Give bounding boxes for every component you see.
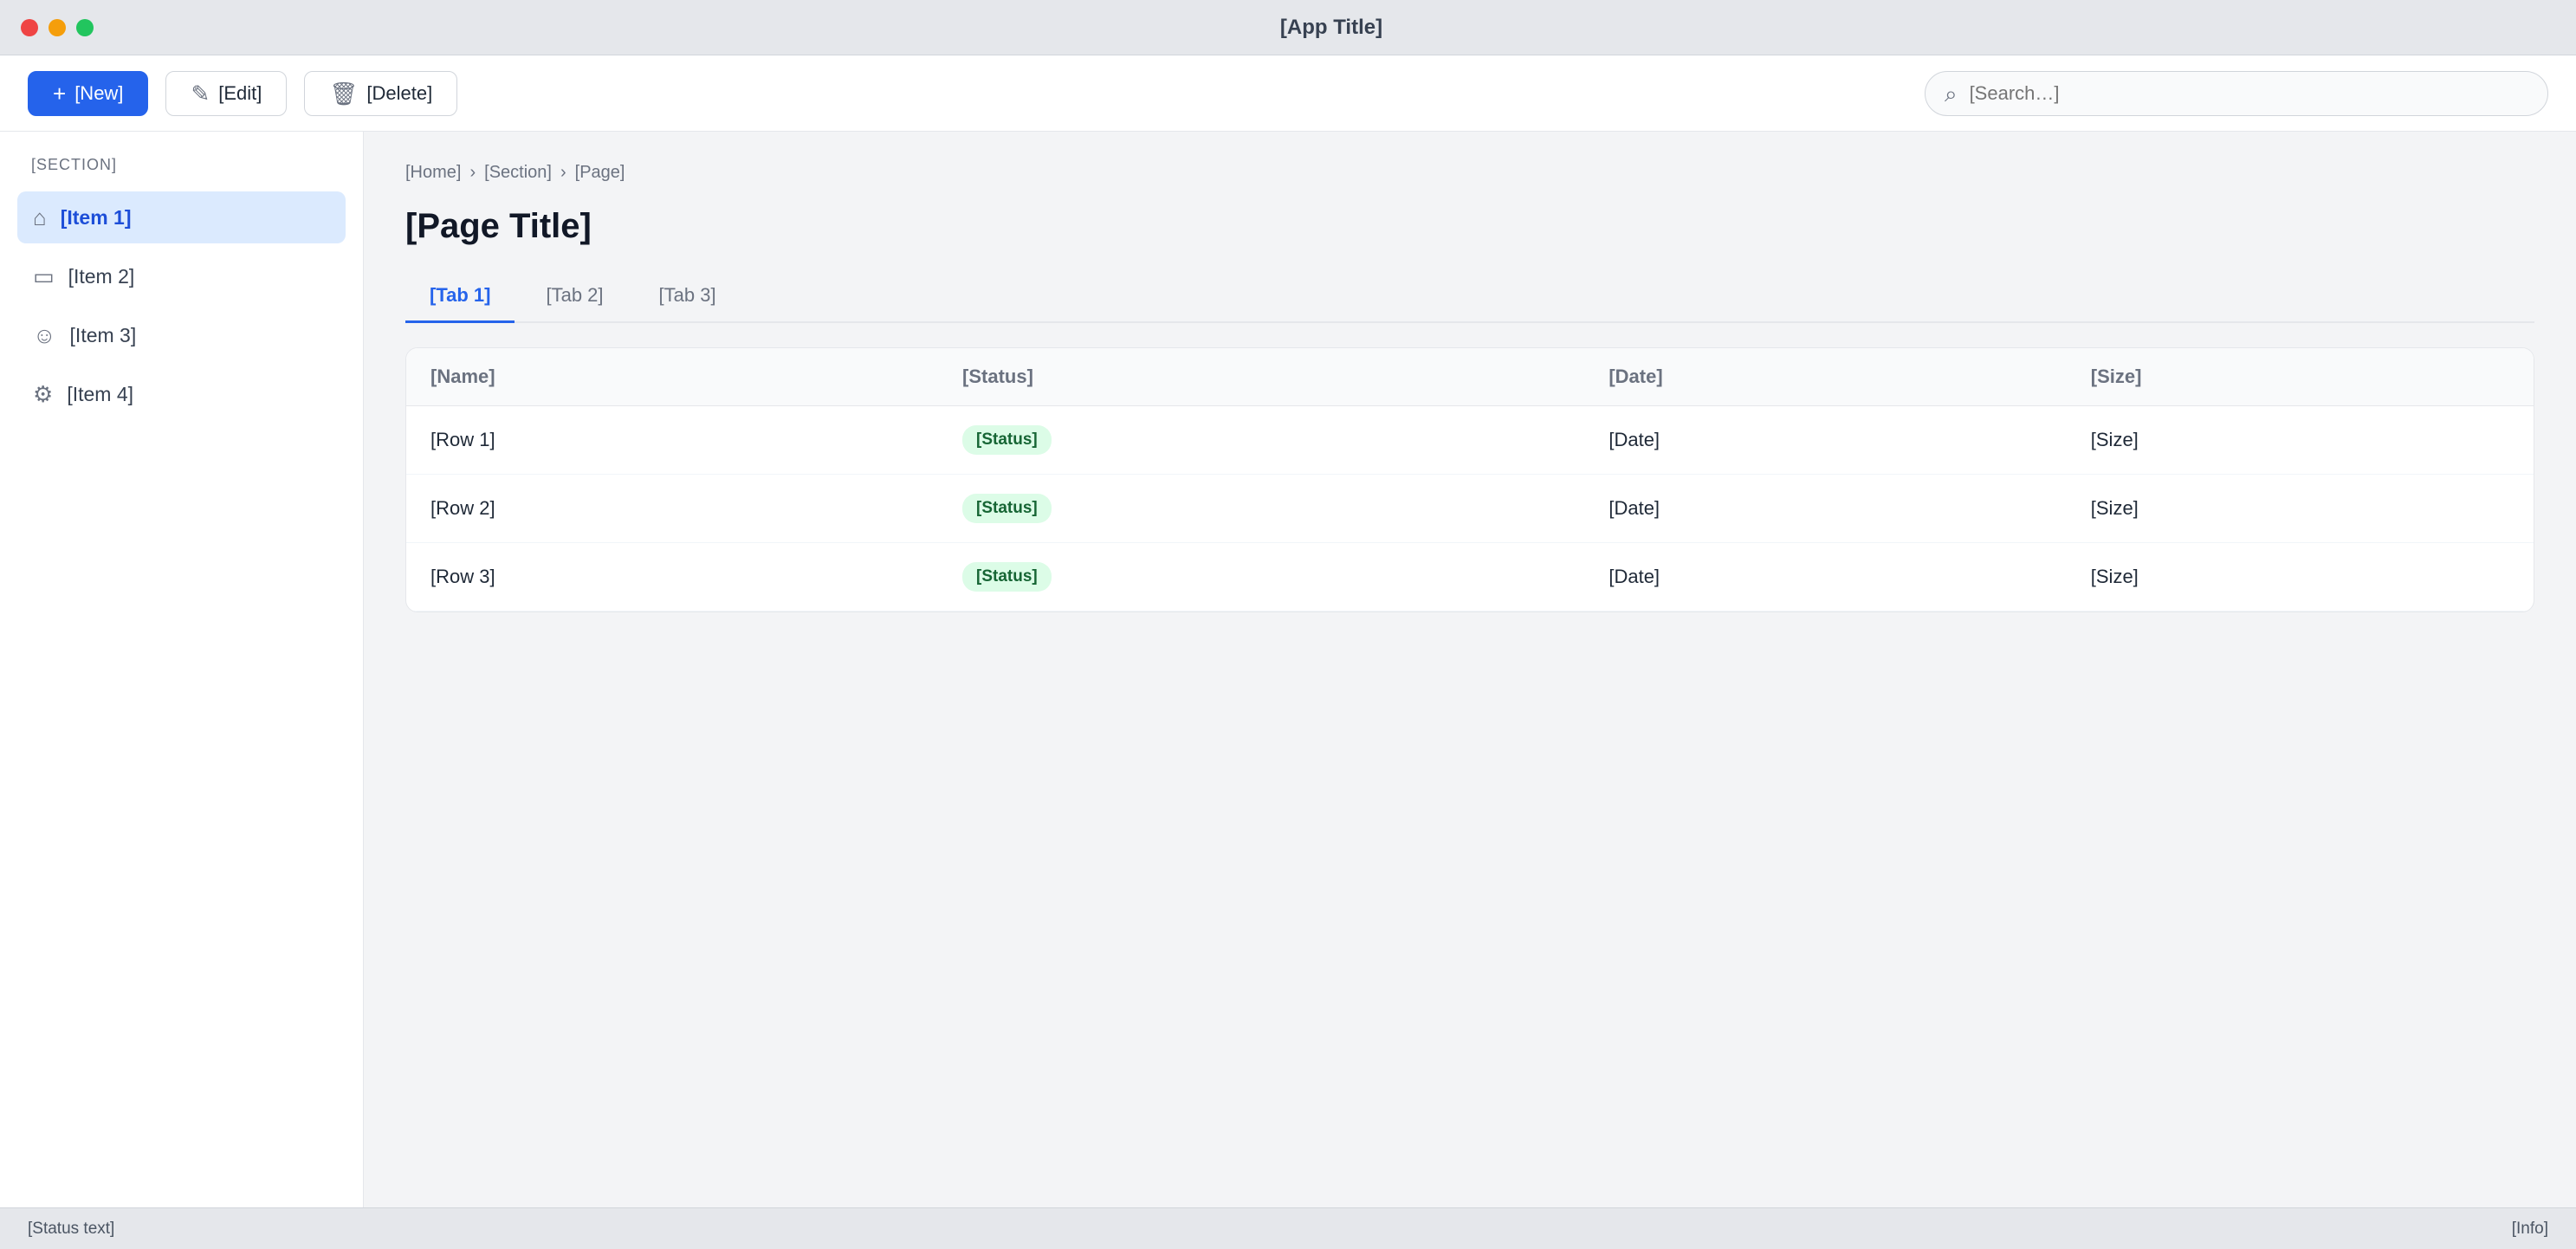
table-cell: [Row 2] bbox=[406, 474, 939, 543]
tab-bar: [Tab 1] [Tab 2] [Tab 3] bbox=[405, 270, 2534, 323]
table-cell: [Row 1] bbox=[406, 405, 939, 475]
sidebar-item-label: [Item 3] bbox=[69, 323, 137, 346]
breadcrumb-item: [Page] bbox=[574, 163, 625, 182]
column-header[interactable]: [Date] bbox=[1584, 348, 2067, 406]
page-title: [Page Title] bbox=[405, 207, 592, 245]
data-table: [Name] [Status] [Date] [Size] [Row 1] [S… bbox=[405, 347, 2534, 612]
edit-button-label: [Edit] bbox=[218, 81, 262, 104]
tab-2[interactable]: [Tab 2] bbox=[546, 284, 604, 306]
sidebar-item-2[interactable]: ▭ [Item 2] bbox=[17, 250, 346, 302]
tab-3[interactable]: [Tab 3] bbox=[658, 284, 716, 306]
status-badge: [Status] bbox=[962, 494, 1052, 523]
plus-icon: + bbox=[53, 80, 67, 107]
toolbar: + [New] ✎ [Edit] 🗑 [Delete] ⌕ bbox=[0, 55, 2576, 132]
breadcrumb-item[interactable]: [Home] bbox=[405, 163, 462, 182]
home-icon: ⌂ bbox=[33, 204, 47, 230]
new-button[interactable]: + [New] bbox=[28, 70, 149, 116]
sidebar: [Section] ⌂ [Item 1] ▭ [Item 2] ☺ [Item … bbox=[0, 132, 364, 1207]
delete-button-label: [Delete] bbox=[366, 81, 433, 104]
status-bar: [Status text] [Info] bbox=[0, 1207, 2576, 1249]
status-info: [Info] bbox=[2511, 1219, 2548, 1238]
table-cell: [Size] bbox=[2066, 474, 2534, 543]
table-cell: [Row 3] bbox=[406, 542, 939, 612]
gear-icon: ⚙ bbox=[33, 381, 54, 407]
sidebar-heading: [Section] bbox=[31, 156, 118, 173]
table-cell: [Date] bbox=[1584, 474, 2067, 543]
table-cell: [Status] bbox=[938, 474, 1585, 543]
sidebar-item-label: [Item 1] bbox=[60, 205, 132, 229]
search-box: ⌕ bbox=[1925, 70, 2548, 116]
search-input[interactable] bbox=[1969, 81, 2528, 105]
trash-icon: 🗑 bbox=[329, 80, 359, 107]
table-row[interactable]: [Row 1] [Status] [Date] [Size] bbox=[406, 405, 2534, 475]
edit-button[interactable]: ✎ [Edit] bbox=[165, 70, 288, 116]
breadcrumb-separator-icon: › bbox=[560, 163, 566, 182]
minimize-window-button[interactable] bbox=[49, 18, 66, 36]
column-header[interactable]: [Size] bbox=[2066, 348, 2534, 406]
title-bar: [App Title] bbox=[0, 0, 2576, 55]
folder-icon: ▭ bbox=[33, 263, 55, 289]
main-panel: [Home] › [Section] › [Page] [Page Title]… bbox=[364, 132, 2576, 1207]
breadcrumb-separator-icon: › bbox=[469, 163, 476, 182]
sidebar-item-1[interactable]: ⌂ [Item 1] bbox=[17, 191, 346, 243]
tab-1[interactable]: [Tab 1] bbox=[405, 270, 515, 323]
table-cell: [Date] bbox=[1584, 542, 2067, 612]
table-header-row: [Name] [Status] [Date] [Size] bbox=[406, 348, 2534, 406]
column-header[interactable]: [Name] bbox=[406, 348, 939, 406]
breadcrumb-item[interactable]: [Section] bbox=[484, 163, 552, 182]
delete-button[interactable]: 🗑 [Delete] bbox=[304, 70, 458, 116]
breadcrumb: [Home] › [Section] › [Page] bbox=[405, 163, 2534, 183]
table-cell: [Size] bbox=[2066, 405, 2534, 475]
table-cell: [Status] bbox=[938, 542, 1585, 612]
status-badge: [Status] bbox=[962, 562, 1052, 592]
table-cell: [Size] bbox=[2066, 542, 2534, 612]
user-icon: ☺ bbox=[33, 322, 56, 348]
sidebar-item-3[interactable]: ☺ [Item 3] bbox=[17, 309, 346, 361]
status-badge: [Status] bbox=[962, 425, 1052, 455]
maximize-window-button[interactable] bbox=[76, 18, 94, 36]
window-controls bbox=[21, 18, 94, 36]
content-area: [Section] ⌂ [Item 1] ▭ [Item 2] ☺ [Item … bbox=[0, 132, 2576, 1207]
table-row[interactable]: [Row 2] [Status] [Date] [Size] bbox=[406, 474, 2534, 543]
sidebar-item-label: [Item 4] bbox=[67, 382, 134, 405]
search-icon: ⌕ bbox=[1945, 80, 1958, 107]
sidebar-item-label: [Item 2] bbox=[68, 264, 135, 288]
column-header[interactable]: [Status] bbox=[938, 348, 1585, 406]
pencil-icon: ✎ bbox=[191, 80, 210, 107]
table-cell: [Date] bbox=[1584, 405, 2067, 475]
status-text: [Status text] bbox=[28, 1219, 115, 1238]
close-window-button[interactable] bbox=[21, 18, 38, 36]
new-button-label: [New] bbox=[74, 81, 124, 104]
app-title: [App Title] bbox=[1279, 15, 1383, 39]
table-cell: [Status] bbox=[938, 405, 1585, 475]
sidebar-item-4[interactable]: ⚙ [Item 4] bbox=[17, 368, 346, 420]
table-row[interactable]: [Row 3] [Status] [Date] [Size] bbox=[406, 542, 2534, 612]
